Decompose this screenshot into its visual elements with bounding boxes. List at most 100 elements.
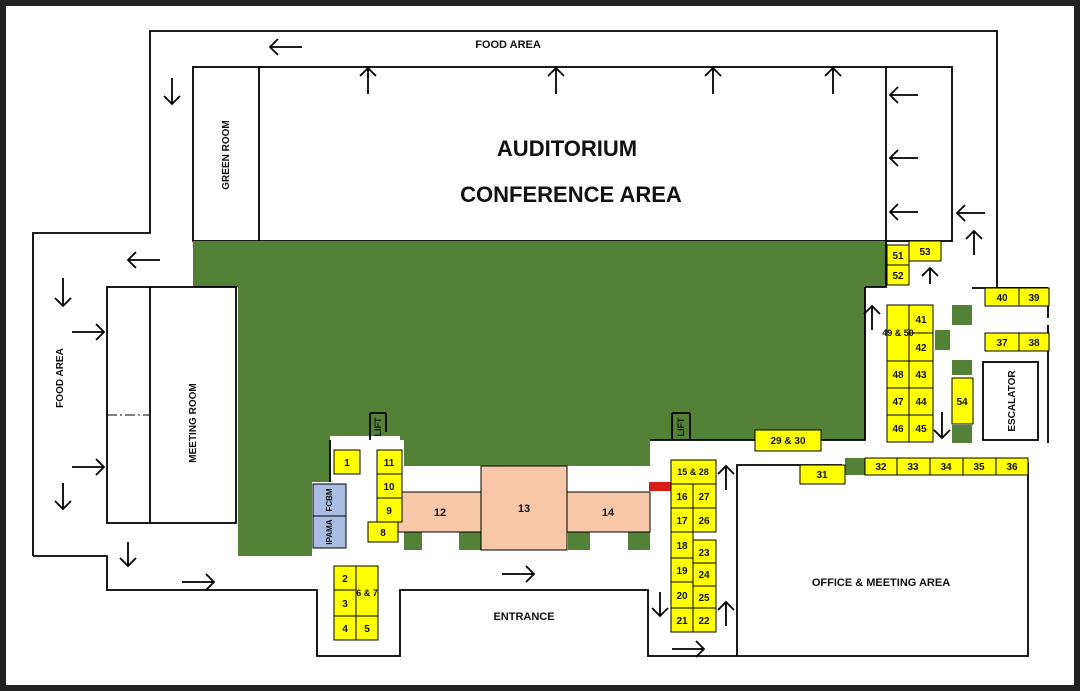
green-patch-mid-2 bbox=[459, 532, 481, 550]
meeting-room-label: MEETING ROOM bbox=[188, 383, 199, 462]
direction-arrows bbox=[54, 38, 985, 658]
booth-42[interactable] bbox=[908, 332, 934, 362]
booth-35-label: 35 bbox=[973, 462, 985, 473]
arrow-up-icon bbox=[704, 66, 722, 94]
booth-10-label: 10 bbox=[383, 482, 395, 493]
booth-27-label: 27 bbox=[698, 492, 710, 503]
arrow-up-icon bbox=[547, 66, 565, 94]
green-patch-right-1 bbox=[952, 305, 972, 325]
arrow-up-icon bbox=[359, 66, 377, 94]
fcbm-label: FCBM bbox=[325, 488, 334, 511]
booth-32-label: 32 bbox=[875, 462, 887, 473]
booth-45-label: 45 bbox=[915, 424, 927, 435]
sponsor-ipama[interactable] bbox=[312, 515, 347, 549]
green-patch-right-5 bbox=[845, 458, 865, 475]
booth-24-label: 24 bbox=[698, 570, 710, 581]
booth-18-label: 18 bbox=[676, 541, 688, 552]
booth-54[interactable] bbox=[951, 377, 974, 425]
booth-12[interactable] bbox=[397, 491, 482, 533]
booth-1-label: 1 bbox=[344, 458, 350, 469]
booth-34-label: 34 bbox=[940, 462, 952, 473]
arrow-down-icon bbox=[933, 412, 951, 440]
booth-13[interactable] bbox=[480, 465, 568, 551]
booth-47-label: 47 bbox=[892, 397, 904, 408]
booth-8[interactable] bbox=[367, 521, 399, 543]
walkway-left bbox=[398, 466, 483, 472]
booth-49-50-label: 49 & 50 bbox=[882, 328, 914, 338]
booth-5[interactable] bbox=[355, 615, 379, 641]
booth-41[interactable] bbox=[908, 304, 934, 334]
arrow-up-icon bbox=[863, 304, 881, 330]
booth-26-label: 26 bbox=[698, 516, 710, 527]
booth-53[interactable] bbox=[908, 240, 942, 262]
green-room-label: GREEN ROOM bbox=[221, 120, 232, 189]
arrow-right-icon bbox=[502, 565, 536, 583]
booth-31[interactable] bbox=[799, 464, 846, 485]
booth-11[interactable] bbox=[376, 449, 403, 475]
green-patch-right-2 bbox=[935, 330, 950, 350]
booth-20-label: 20 bbox=[676, 591, 688, 602]
booth-10[interactable] bbox=[376, 473, 403, 499]
food-area-left-label: FOOD AREA bbox=[55, 348, 66, 408]
walkway-right bbox=[566, 466, 650, 472]
booth-33-label: 33 bbox=[907, 462, 919, 473]
booth-52-label: 52 bbox=[892, 271, 904, 282]
green-patch-right-3 bbox=[952, 360, 972, 375]
booth-39[interactable] bbox=[1018, 287, 1050, 307]
booth-45[interactable] bbox=[908, 414, 934, 443]
booth-46-label: 46 bbox=[892, 424, 904, 435]
arrow-right-icon bbox=[72, 458, 106, 476]
arrow-up-icon bbox=[717, 600, 735, 626]
booth-38-label: 38 bbox=[1028, 338, 1040, 349]
booth-48-label: 48 bbox=[892, 370, 904, 381]
booth-22[interactable] bbox=[692, 607, 717, 633]
booth-37-label: 37 bbox=[996, 338, 1008, 349]
booth-6-7-label: 6 & 7 bbox=[356, 588, 378, 598]
booth-15-28-label: 15 & 28 bbox=[677, 467, 709, 477]
arrow-up-icon bbox=[717, 464, 735, 490]
arrow-up-icon bbox=[824, 66, 842, 94]
green-patch-right-4 bbox=[952, 425, 972, 443]
escalator-label: ESCALATOR bbox=[1007, 370, 1018, 432]
arrow-left-icon bbox=[955, 204, 985, 222]
booth-43-label: 43 bbox=[915, 370, 927, 381]
green-patch-mid-4 bbox=[628, 532, 650, 550]
booth-5-label: 5 bbox=[364, 624, 370, 635]
booth-54-label: 54 bbox=[956, 397, 968, 408]
booth-17-label: 17 bbox=[676, 516, 688, 527]
arrow-left-icon bbox=[888, 203, 918, 221]
arrow-down-icon bbox=[54, 278, 72, 308]
booth-52[interactable] bbox=[886, 264, 910, 286]
booth-40-label: 40 bbox=[996, 293, 1008, 304]
lift-left-label: LIFT bbox=[373, 417, 383, 436]
booth-29-30[interactable] bbox=[754, 429, 822, 452]
booth-44-label: 44 bbox=[915, 397, 927, 408]
booth-36-label: 36 bbox=[1006, 462, 1018, 473]
booth-9[interactable] bbox=[376, 497, 403, 523]
booth-labels: 1 11 10 9 8 2 3 4 6 & 7 5 15 & 28 16 27 … bbox=[342, 247, 1040, 635]
green-exhibition-area bbox=[193, 241, 886, 556]
green-patch-mid-1 bbox=[404, 532, 422, 550]
booth-21-label: 21 bbox=[676, 616, 688, 627]
booth-38[interactable] bbox=[1018, 332, 1050, 352]
arrow-right-icon bbox=[672, 640, 706, 658]
red-barrier bbox=[649, 482, 671, 491]
lift-right-label: LIFT bbox=[676, 417, 686, 436]
booth-8-label: 8 bbox=[380, 528, 386, 539]
booth-29-30-label: 29 & 30 bbox=[770, 436, 805, 447]
booth-1[interactable] bbox=[333, 449, 361, 475]
booth-36[interactable] bbox=[995, 457, 1029, 476]
booth-12-label: 12 bbox=[434, 507, 446, 519]
meeting-room-block bbox=[106, 286, 237, 524]
booth-13-label: 13 bbox=[518, 503, 530, 515]
booth-53-label: 53 bbox=[919, 247, 931, 258]
booth-4-label: 4 bbox=[342, 624, 348, 635]
booth-14[interactable] bbox=[566, 491, 651, 533]
booth-23-label: 23 bbox=[698, 548, 710, 559]
arrow-down-icon bbox=[163, 78, 181, 106]
booth-2-label: 2 bbox=[342, 574, 348, 585]
booth-26[interactable] bbox=[692, 507, 717, 533]
booth-16-label: 16 bbox=[676, 492, 688, 503]
booth-31-label: 31 bbox=[816, 470, 828, 481]
